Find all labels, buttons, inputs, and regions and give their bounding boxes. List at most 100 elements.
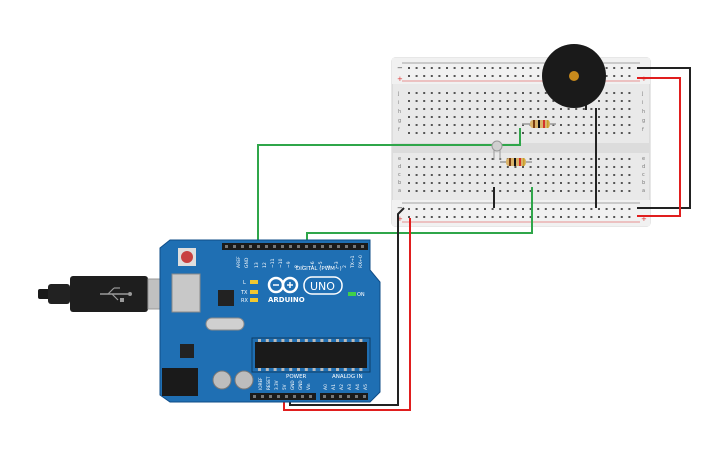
breadboard-hole[interactable] <box>461 182 464 184</box>
rail-hole[interactable] <box>430 208 433 210</box>
breadboard-hole[interactable] <box>430 116 433 118</box>
breadboard-hole[interactable] <box>582 174 585 176</box>
breadboard-hole[interactable] <box>537 158 540 160</box>
breadboard-hole[interactable] <box>438 100 441 102</box>
breadboard-hole[interactable] <box>620 132 623 134</box>
breadboard-hole[interactable] <box>453 92 456 94</box>
breadboard-hole[interactable] <box>560 158 562 160</box>
breadboard-hole[interactable] <box>620 108 623 110</box>
rail-hole[interactable] <box>415 67 418 69</box>
breadboard-hole[interactable] <box>415 100 418 102</box>
breadboard-hole[interactable] <box>605 158 608 160</box>
breadboard-hole[interactable] <box>484 100 486 102</box>
breadboard-hole[interactable] <box>590 132 593 134</box>
piezo-buzzer[interactable] <box>542 44 606 108</box>
analog-header[interactable] <box>320 393 368 400</box>
breadboard-hole[interactable] <box>408 100 410 102</box>
breadboard-hole[interactable] <box>438 166 441 168</box>
breadboard-hole[interactable] <box>514 124 517 126</box>
rail-hole[interactable] <box>522 75 524 77</box>
breadboard-hole[interactable] <box>522 116 524 118</box>
rail-hole[interactable] <box>453 75 456 77</box>
breadboard-hole[interactable] <box>575 116 578 118</box>
breadboard-hole[interactable] <box>575 124 578 126</box>
breadboard-hole[interactable] <box>446 174 448 176</box>
rail-hole[interactable] <box>613 75 616 77</box>
breadboard-hole[interactable] <box>453 182 456 184</box>
rail-hole[interactable] <box>423 216 426 218</box>
breadboard-hole[interactable] <box>491 108 494 110</box>
rail-hole[interactable] <box>605 75 608 77</box>
breadboard-hole[interactable] <box>491 174 494 176</box>
breadboard-hole[interactable] <box>430 190 433 192</box>
breadboard-hole[interactable] <box>491 132 494 134</box>
breadboard-hole[interactable] <box>628 182 631 184</box>
header-hole[interactable] <box>261 395 264 398</box>
rail-hole[interactable] <box>590 216 593 218</box>
breadboard-hole[interactable] <box>415 92 418 94</box>
breadboard-hole[interactable] <box>567 182 570 184</box>
breadboard-hole[interactable] <box>468 116 471 118</box>
breadboard-hole[interactable] <box>423 132 426 134</box>
header-hole[interactable] <box>277 395 280 398</box>
header-hole[interactable] <box>257 245 260 248</box>
breadboard-hole[interactable] <box>484 166 486 168</box>
header-hole[interactable] <box>345 245 348 248</box>
breadboard-hole[interactable] <box>499 92 502 94</box>
breadboard-hole[interactable] <box>620 166 623 168</box>
breadboard-hole[interactable] <box>446 182 448 184</box>
rail-hole[interactable] <box>446 208 448 210</box>
breadboard-hole[interactable] <box>522 190 524 192</box>
breadboard-hole[interactable] <box>499 182 502 184</box>
breadboard-hole[interactable] <box>453 174 456 176</box>
header-hole[interactable] <box>361 245 364 248</box>
rail-hole[interactable] <box>620 75 623 77</box>
breadboard-hole[interactable] <box>476 132 479 134</box>
breadboard-hole[interactable] <box>628 158 631 160</box>
breadboard-hole[interactable] <box>575 190 578 192</box>
breadboard-hole[interactable] <box>506 116 509 118</box>
rail-hole[interactable] <box>514 75 517 77</box>
breadboard-hole[interactable] <box>605 100 608 102</box>
breadboard-hole[interactable] <box>544 190 547 192</box>
rail-hole[interactable] <box>461 208 464 210</box>
breadboard-hole[interactable] <box>461 108 464 110</box>
breadboard-hole[interactable] <box>567 190 570 192</box>
rail-hole[interactable] <box>446 75 448 77</box>
breadboard-hole[interactable] <box>446 92 448 94</box>
rail-hole[interactable] <box>567 216 570 218</box>
breadboard-hole[interactable] <box>499 116 502 118</box>
breadboard-hole[interactable] <box>537 116 540 118</box>
breadboard-hole[interactable] <box>582 190 585 192</box>
header-hole[interactable] <box>273 245 276 248</box>
red-wire-right[interactable] <box>637 77 681 217</box>
breadboard-hole[interactable] <box>476 166 479 168</box>
breadboard-hole[interactable] <box>598 132 600 134</box>
breadboard-hole[interactable] <box>476 100 479 102</box>
green-wire-pin13[interactable] <box>257 128 521 250</box>
breadboard-hole[interactable] <box>408 132 410 134</box>
breadboard-hole[interactable] <box>514 108 517 110</box>
breadboard-hole[interactable] <box>468 100 471 102</box>
rail-hole[interactable] <box>430 67 433 69</box>
breadboard-hole[interactable] <box>461 92 464 94</box>
rail-hole[interactable] <box>529 67 532 69</box>
breadboard-hole[interactable] <box>522 124 524 126</box>
breadboard-hole[interactable] <box>544 108 547 110</box>
header-hole[interactable] <box>337 245 340 248</box>
breadboard-hole[interactable] <box>590 182 593 184</box>
breadboard-hole[interactable] <box>430 124 433 126</box>
breadboard-hole[interactable] <box>575 158 578 160</box>
breadboard-hole[interactable] <box>491 124 494 126</box>
rail-hole[interactable] <box>415 75 418 77</box>
breadboard-hole[interactable] <box>408 124 410 126</box>
rail-hole[interactable] <box>491 208 494 210</box>
breadboard-hole[interactable] <box>461 158 464 160</box>
rail-hole[interactable] <box>468 216 471 218</box>
breadboard-hole[interactable] <box>446 132 448 134</box>
breadboard-hole[interactable] <box>613 124 616 126</box>
breadboard-hole[interactable] <box>613 158 616 160</box>
rail-hole[interactable] <box>613 216 616 218</box>
breadboard-hole[interactable] <box>499 108 502 110</box>
rail-hole[interactable] <box>506 75 509 77</box>
